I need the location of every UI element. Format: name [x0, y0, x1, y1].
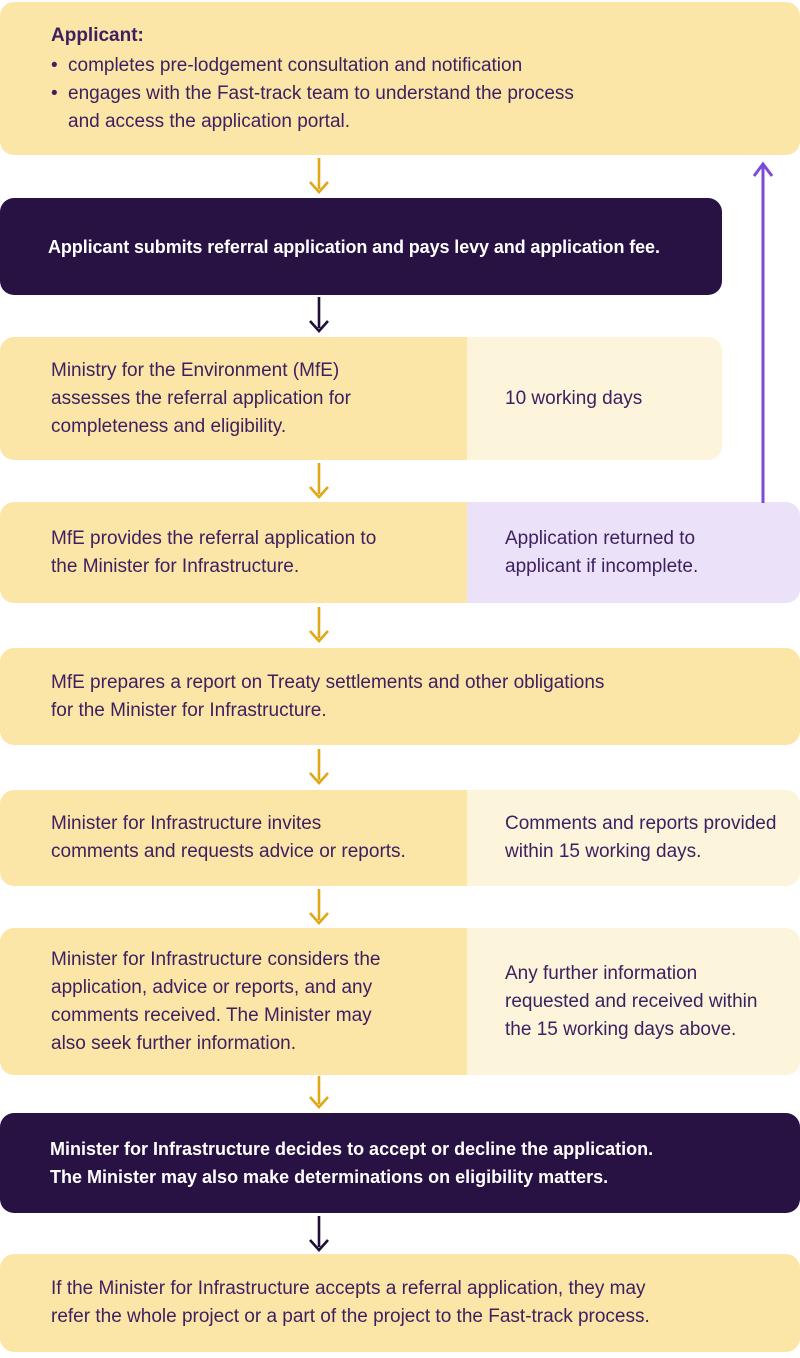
arrow-down-icon	[306, 1076, 332, 1110]
bullet-text: completes pre-lodgement consultation and…	[68, 54, 523, 76]
arrow-down-icon	[306, 607, 332, 644]
side-note-comments-15-days: Comments and reports provided within 15 …	[467, 790, 800, 886]
bullet-text: engages with the Fast-track team to unde…	[68, 82, 574, 132]
step-submit-application: Applicant submits referral application a…	[0, 198, 722, 295]
side-note-text: Application returned to applicant if inc…	[505, 527, 699, 577]
step-text: MfE provides the referral application to…	[51, 527, 377, 577]
arrow-down-icon	[306, 158, 332, 195]
arrow-down-icon	[306, 463, 332, 500]
side-note-application-returned: Application returned to applicant if inc…	[467, 502, 800, 603]
step-text: Minister for Infrastructure considers th…	[51, 948, 381, 1054]
arrow-down-icon	[306, 749, 332, 786]
step-title: Applicant:	[51, 24, 144, 46]
arrow-down-icon	[306, 297, 332, 334]
step-text: Minister for Infrastructure invites comm…	[51, 813, 406, 862]
step-refer-to-fast-track: If the Minister for Infrastructure accep…	[0, 1254, 800, 1352]
list-item: • engages with the Fast-track team to un…	[51, 80, 770, 136]
step-minister-considers: Minister for Infrastructure considers th…	[0, 928, 467, 1075]
side-note-text: 10 working days	[505, 387, 643, 409]
list-item: • completes pre-lodgement consultation a…	[51, 52, 770, 80]
side-note-text: Comments and reports provided within 15 …	[505, 813, 777, 862]
bullet-icon: •	[51, 54, 58, 76]
step-text: If the Minister for Infrastructure accep…	[51, 1278, 650, 1327]
step-text: Ministry for the Environment (MfE) asses…	[51, 359, 351, 437]
applicant-bullet-list: • completes pre-lodgement consultation a…	[51, 52, 770, 136]
step-mfe-assessment: Ministry for the Environment (MfE) asses…	[0, 337, 467, 460]
step-text: Applicant submits referral application a…	[48, 236, 660, 257]
step-applicant-preparation: Applicant: • completes pre-lodgement con…	[0, 2, 800, 155]
arrow-down-icon	[306, 889, 332, 926]
return-arrow-up-icon	[750, 157, 776, 503]
step-text: MfE prepares a report on Treaty settleme…	[51, 671, 605, 721]
bullet-icon: •	[51, 82, 58, 104]
step-minister-invites-comments: Minister for Infrastructure invites comm…	[0, 790, 467, 886]
side-note-further-information: Any further information requested and re…	[467, 928, 800, 1075]
side-note-10-working-days: 10 working days	[467, 337, 722, 460]
side-note-text: Any further information requested and re…	[505, 962, 758, 1040]
step-mfe-treaty-report: MfE prepares a report on Treaty settleme…	[0, 648, 800, 745]
step-text: Minister for Infrastructure decides to a…	[50, 1139, 654, 1187]
step-minister-decides: Minister for Infrastructure decides to a…	[0, 1113, 800, 1213]
arrow-down-icon	[306, 1216, 332, 1253]
step-mfe-provides-application: MfE provides the referral application to…	[0, 502, 467, 603]
